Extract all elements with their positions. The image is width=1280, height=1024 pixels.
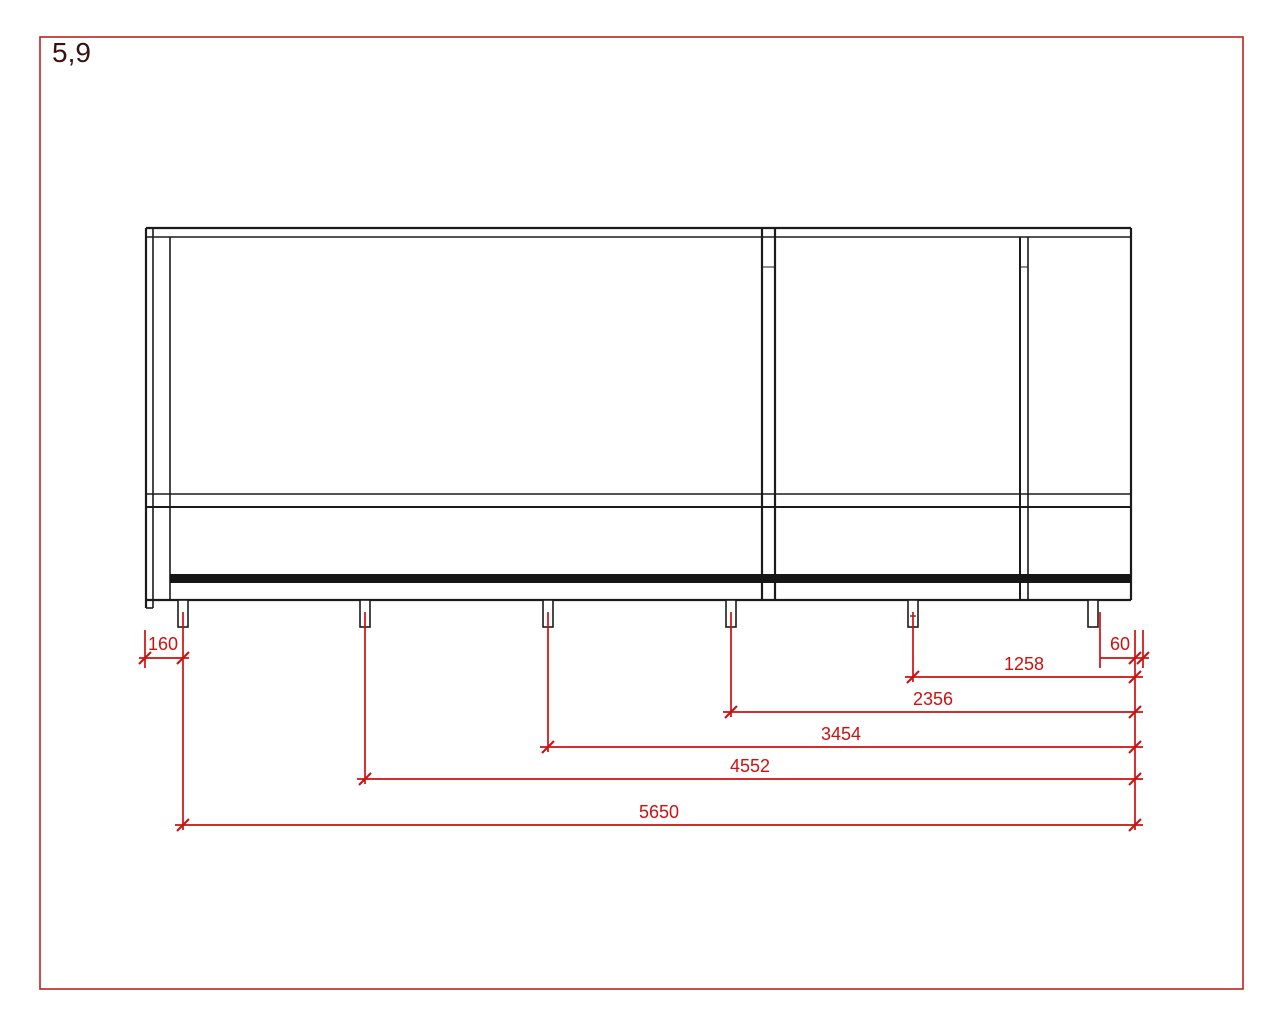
dimension-label-3454: 3454: [821, 724, 861, 744]
dimension-3454: [540, 740, 1143, 754]
dimension-label-2356: 2356: [913, 689, 953, 709]
dimension-tick-marks: [176, 818, 1142, 832]
dimension-label-4552: 4552: [730, 756, 770, 776]
cabinet-elevation-drawing: [144, 226, 1133, 609]
dimension-2356: [723, 705, 1143, 719]
dimension-tick-marks: [358, 772, 1142, 786]
bottom-band: [170, 574, 1131, 583]
dimension-right-offset: [1100, 651, 1150, 665]
dimension-label-5650: 5650: [639, 802, 679, 822]
dimension-tick-marks: [724, 705, 1142, 719]
cabinet-feet: [177, 599, 1099, 628]
dimension-5650: [175, 818, 1143, 832]
dimension-1258: [905, 670, 1143, 684]
dimension-left-offset: [138, 651, 190, 665]
dimension-4552: [357, 772, 1143, 786]
cabinet-foot-6: [1087, 599, 1099, 628]
sheet-border: [39, 36, 1244, 990]
dimension-tick-marks: [541, 740, 1142, 754]
dimension-label-right-offset: 60: [1110, 634, 1130, 654]
dimension-label-left-offset: 160: [148, 634, 178, 654]
dimension-label-1258: 1258: [1004, 654, 1044, 674]
dimension-tick-marks: [906, 670, 1142, 684]
dimension-tick-marks: [1128, 651, 1150, 665]
sheet-number-label: 5,9: [52, 37, 91, 68]
dimension-tick-marks: [138, 651, 190, 665]
dimension-extension-lines: [144, 612, 1144, 830]
